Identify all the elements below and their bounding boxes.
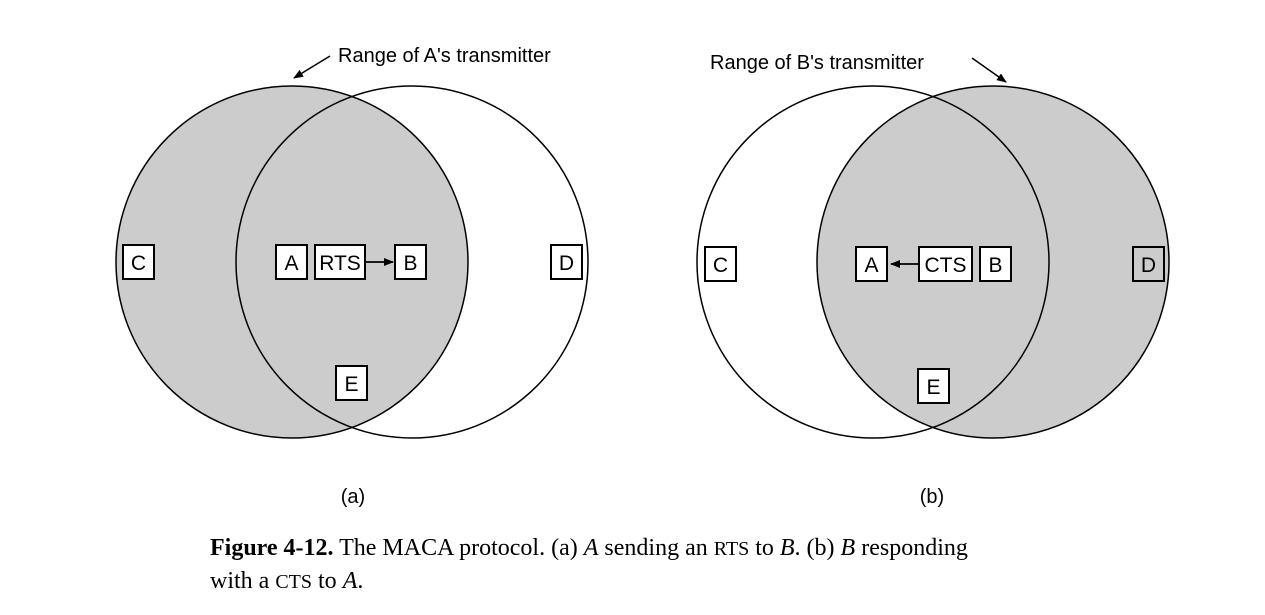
svg-text:A: A: [284, 252, 298, 275]
range-circle-a-outline: [696, 85, 1050, 439]
node-b: B: [394, 244, 427, 280]
svg-text:D: D: [1141, 254, 1156, 277]
figure-number: Figure 4-12.: [210, 535, 334, 561]
node-a: A: [855, 246, 888, 282]
svg-text:CTS: CTS: [925, 254, 967, 277]
node-e: E: [917, 368, 950, 404]
range-label-b: Range of B's transmitter: [710, 52, 924, 74]
range-circle-b-outline: [816, 85, 1170, 439]
panel-a: Range of A's transmitter C A RTS B D E (…: [115, 45, 589, 508]
svg-text:B: B: [403, 252, 417, 275]
maca-diagram: Range of A's transmitter C A RTS B D E (…: [115, 45, 1170, 508]
panel-b: Range of B's transmitter C A CTS B D E (…: [696, 52, 1170, 508]
node-d: D: [550, 244, 583, 280]
svg-text:E: E: [926, 376, 940, 399]
svg-text:RTS: RTS: [319, 252, 361, 275]
range-circle-b-outline: [235, 85, 589, 439]
node-d: D: [1132, 246, 1165, 282]
svg-text:C: C: [713, 254, 728, 277]
range-pointer-arrow: [971, 57, 1007, 83]
node-a: A: [275, 244, 308, 280]
range-circle-a-outline: [115, 85, 469, 439]
node-c: C: [704, 246, 737, 282]
figure-caption: Figure 4-12. The MACA protocol. (a) A se…: [210, 535, 968, 594]
node-b: B: [979, 246, 1012, 282]
range-label-a: Range of A's transmitter: [338, 45, 551, 67]
svg-text:B: B: [988, 254, 1002, 277]
cts-message: CTS: [918, 246, 973, 282]
range-pointer-arrow: [293, 55, 331, 79]
svg-text:D: D: [559, 252, 574, 275]
svg-text:C: C: [131, 252, 146, 275]
panel-b-label: (b): [920, 486, 944, 508]
node-e: E: [335, 365, 368, 401]
panel-a-label: (a): [341, 486, 365, 508]
svg-text:E: E: [344, 373, 358, 396]
node-c: C: [122, 244, 155, 280]
svg-text:A: A: [864, 254, 878, 277]
rts-message: RTS: [314, 244, 366, 280]
